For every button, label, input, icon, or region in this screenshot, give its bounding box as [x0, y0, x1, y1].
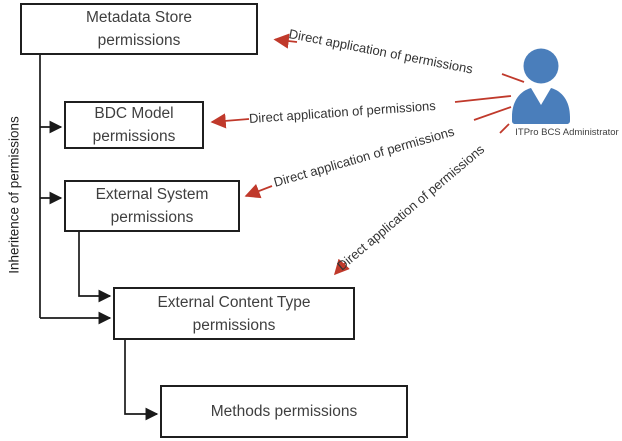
red-line-person-3 — [473, 106, 512, 121]
red-line-person-2 — [454, 95, 512, 103]
red-arrow-to-bdc-model — [210, 113, 250, 129]
arrow-extsys-to-content-type — [78, 232, 112, 303]
red-arrow-to-metadata-store — [273, 33, 298, 49]
person-body — [512, 88, 570, 124]
box-label-line: permissions — [110, 209, 194, 226]
direct-application-connectors — [210, 33, 525, 276]
red-line-person-1 — [501, 73, 525, 83]
box-label-line: External System — [95, 186, 209, 203]
person-icon — [512, 48, 570, 124]
bdc-model-permissions-box: BDC Model permissions — [64, 101, 204, 149]
box-label-line: External Content Type — [157, 293, 311, 311]
box-label-line: Methods permissions — [210, 403, 358, 420]
person-head — [523, 48, 559, 84]
red-line-person-4 — [499, 123, 510, 134]
arrow-to-methods — [124, 340, 159, 421]
red-arrow-to-external-system — [244, 183, 273, 199]
external-system-permissions-box: External System permissions — [64, 180, 240, 232]
metadata-store-permissions-box: Metadata Store permissions — [20, 3, 258, 55]
red-arrow-to-content-type — [333, 258, 350, 276]
methods-permissions-box: Methods permissions — [160, 385, 408, 438]
box-label-line: permissions — [97, 32, 181, 49]
actor-caption: ITPro BCS Administrator — [515, 127, 619, 138]
box-label-line: BDC Model — [94, 105, 174, 122]
external-content-type-permissions-box: External Content Type permissions — [113, 287, 355, 340]
inheritance-connectors — [39, 55, 159, 421]
box-label-line: permissions — [192, 316, 276, 334]
box-label-line: permissions — [92, 128, 176, 145]
inheritance-of-permissions-label: Inheritence of permissions — [6, 116, 22, 274]
box-label-line: Metadata Store — [86, 9, 192, 26]
